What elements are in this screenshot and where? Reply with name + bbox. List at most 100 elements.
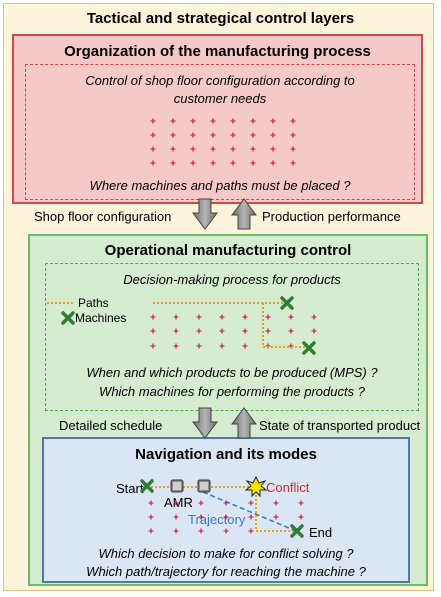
machine-x-icon <box>61 311 75 325</box>
plus-marker-icon <box>190 146 196 152</box>
plus-marker-icon <box>198 500 204 506</box>
plus-marker-icon <box>170 146 176 152</box>
plus-marker-icon <box>148 500 154 506</box>
plus-marker-icon <box>311 328 317 334</box>
plus-marker-icon <box>150 343 156 349</box>
machine-x-icon <box>140 479 154 493</box>
plus-marker-icon <box>298 514 304 520</box>
plus-marker-icon <box>190 132 196 138</box>
start-label: Start <box>116 481 144 496</box>
plus-marker-icon <box>210 160 216 166</box>
plus-marker-icon <box>248 528 254 534</box>
plus-marker-icon <box>248 500 254 506</box>
shop-floor-configuration-label: Shop floor configuration <box>34 209 172 224</box>
plus-marker-icon <box>150 160 156 166</box>
plus-marker-icon <box>150 146 156 152</box>
plus-marker-icon <box>219 328 225 334</box>
plus-marker-icon <box>148 514 154 520</box>
machine-x-icon <box>280 296 294 310</box>
organization-question: Where machines and paths must be placed … <box>25 178 415 193</box>
amr-robot-icon <box>197 479 211 493</box>
plus-marker-icon <box>219 314 225 320</box>
plus-marker-icon <box>230 132 236 138</box>
plus-marker-icon <box>148 528 154 534</box>
plus-marker-icon <box>196 328 202 334</box>
plus-marker-icon <box>150 314 156 320</box>
plus-marker-icon <box>290 132 296 138</box>
plus-marker-icon <box>250 132 256 138</box>
plus-marker-icon <box>150 118 156 124</box>
plus-marker-icon <box>242 328 248 334</box>
plus-marker-icon <box>173 514 179 520</box>
operational-heading: Operational manufacturing control <box>104 242 352 259</box>
plus-marker-icon <box>250 160 256 166</box>
navigation-question-1: Which decision to make for conflict solv… <box>98 546 354 561</box>
production-performance-label: Production performance <box>262 209 401 224</box>
plus-marker-icon <box>242 343 248 349</box>
plus-marker-icon <box>223 514 229 520</box>
plus-marker-icon <box>298 500 304 506</box>
plus-marker-icon <box>170 118 176 124</box>
trajectory-label: Trajectory <box>188 512 246 527</box>
plus-marker-icon <box>288 328 294 334</box>
plus-marker-icon <box>173 500 179 506</box>
state-of-transported-product-label: State of transported product <box>259 418 421 433</box>
conflict-label: Conflict <box>266 480 310 495</box>
plus-marker-icon <box>196 314 202 320</box>
plus-marker-icon <box>242 314 248 320</box>
organization-layer <box>12 34 423 204</box>
plus-marker-icon <box>198 528 204 534</box>
amr-robot-icon <box>170 479 184 493</box>
plus-marker-icon <box>270 118 276 124</box>
navigation-question-2: Which path/trajectory for reaching the m… <box>86 564 366 579</box>
plus-marker-icon <box>311 314 317 320</box>
trajectory-line <box>202 491 297 532</box>
operational-question-2-rest: for performing the products ? <box>194 384 365 399</box>
decision-grid <box>150 314 317 349</box>
organization-question-rest: and paths must be placed ? <box>187 178 351 193</box>
operational-question-2: Which machines for performing the produc… <box>45 384 419 399</box>
conflict-burst-icon <box>244 475 268 498</box>
operational-question-2-emph: Which machines <box>99 384 195 399</box>
navigation-grid <box>148 500 304 534</box>
path-down-right <box>262 303 309 348</box>
plus-marker-icon <box>210 118 216 124</box>
navigation-layer <box>42 437 410 583</box>
organization-line-1: Control of shop floor configuration acco… <box>85 73 355 88</box>
end-label: End <box>309 525 333 540</box>
plus-marker-icon <box>265 314 271 320</box>
navigation-path-down <box>255 487 296 532</box>
plus-marker-icon <box>173 528 179 534</box>
plus-marker-icon <box>248 514 254 520</box>
plus-marker-icon <box>290 160 296 166</box>
plus-marker-icon <box>170 160 176 166</box>
plus-marker-icon <box>273 514 279 520</box>
plus-marker-icon <box>170 132 176 138</box>
organization-question-emph: Where machines <box>89 178 188 193</box>
page-title: Tactical and strategical control layers <box>86 10 355 27</box>
arrow-up-icon <box>231 198 257 230</box>
plus-marker-icon <box>223 528 229 534</box>
plus-marker-icon <box>150 328 156 334</box>
machine-x-icon <box>290 524 304 538</box>
organization-dashed-box <box>25 64 415 200</box>
plus-marker-icon <box>250 118 256 124</box>
operational-subheading: Decision-making process for products <box>123 272 341 287</box>
plus-marker-icon <box>270 132 276 138</box>
operational-dashed-box <box>45 263 419 411</box>
plus-marker-icon <box>230 146 236 152</box>
plus-marker-icon <box>210 132 216 138</box>
plus-marker-icon <box>270 160 276 166</box>
navigation-heading: Navigation and its modes <box>135 446 317 463</box>
plus-marker-icon <box>230 160 236 166</box>
plus-marker-icon <box>173 328 179 334</box>
plus-marker-icon <box>190 160 196 166</box>
shop-floor-grid <box>150 118 296 166</box>
plus-marker-icon <box>190 118 196 124</box>
arrow-up-icon <box>231 407 257 439</box>
plus-marker-icon <box>196 343 202 349</box>
plus-marker-icon <box>198 514 204 520</box>
plus-marker-icon <box>173 314 179 320</box>
plus-marker-icon <box>173 343 179 349</box>
